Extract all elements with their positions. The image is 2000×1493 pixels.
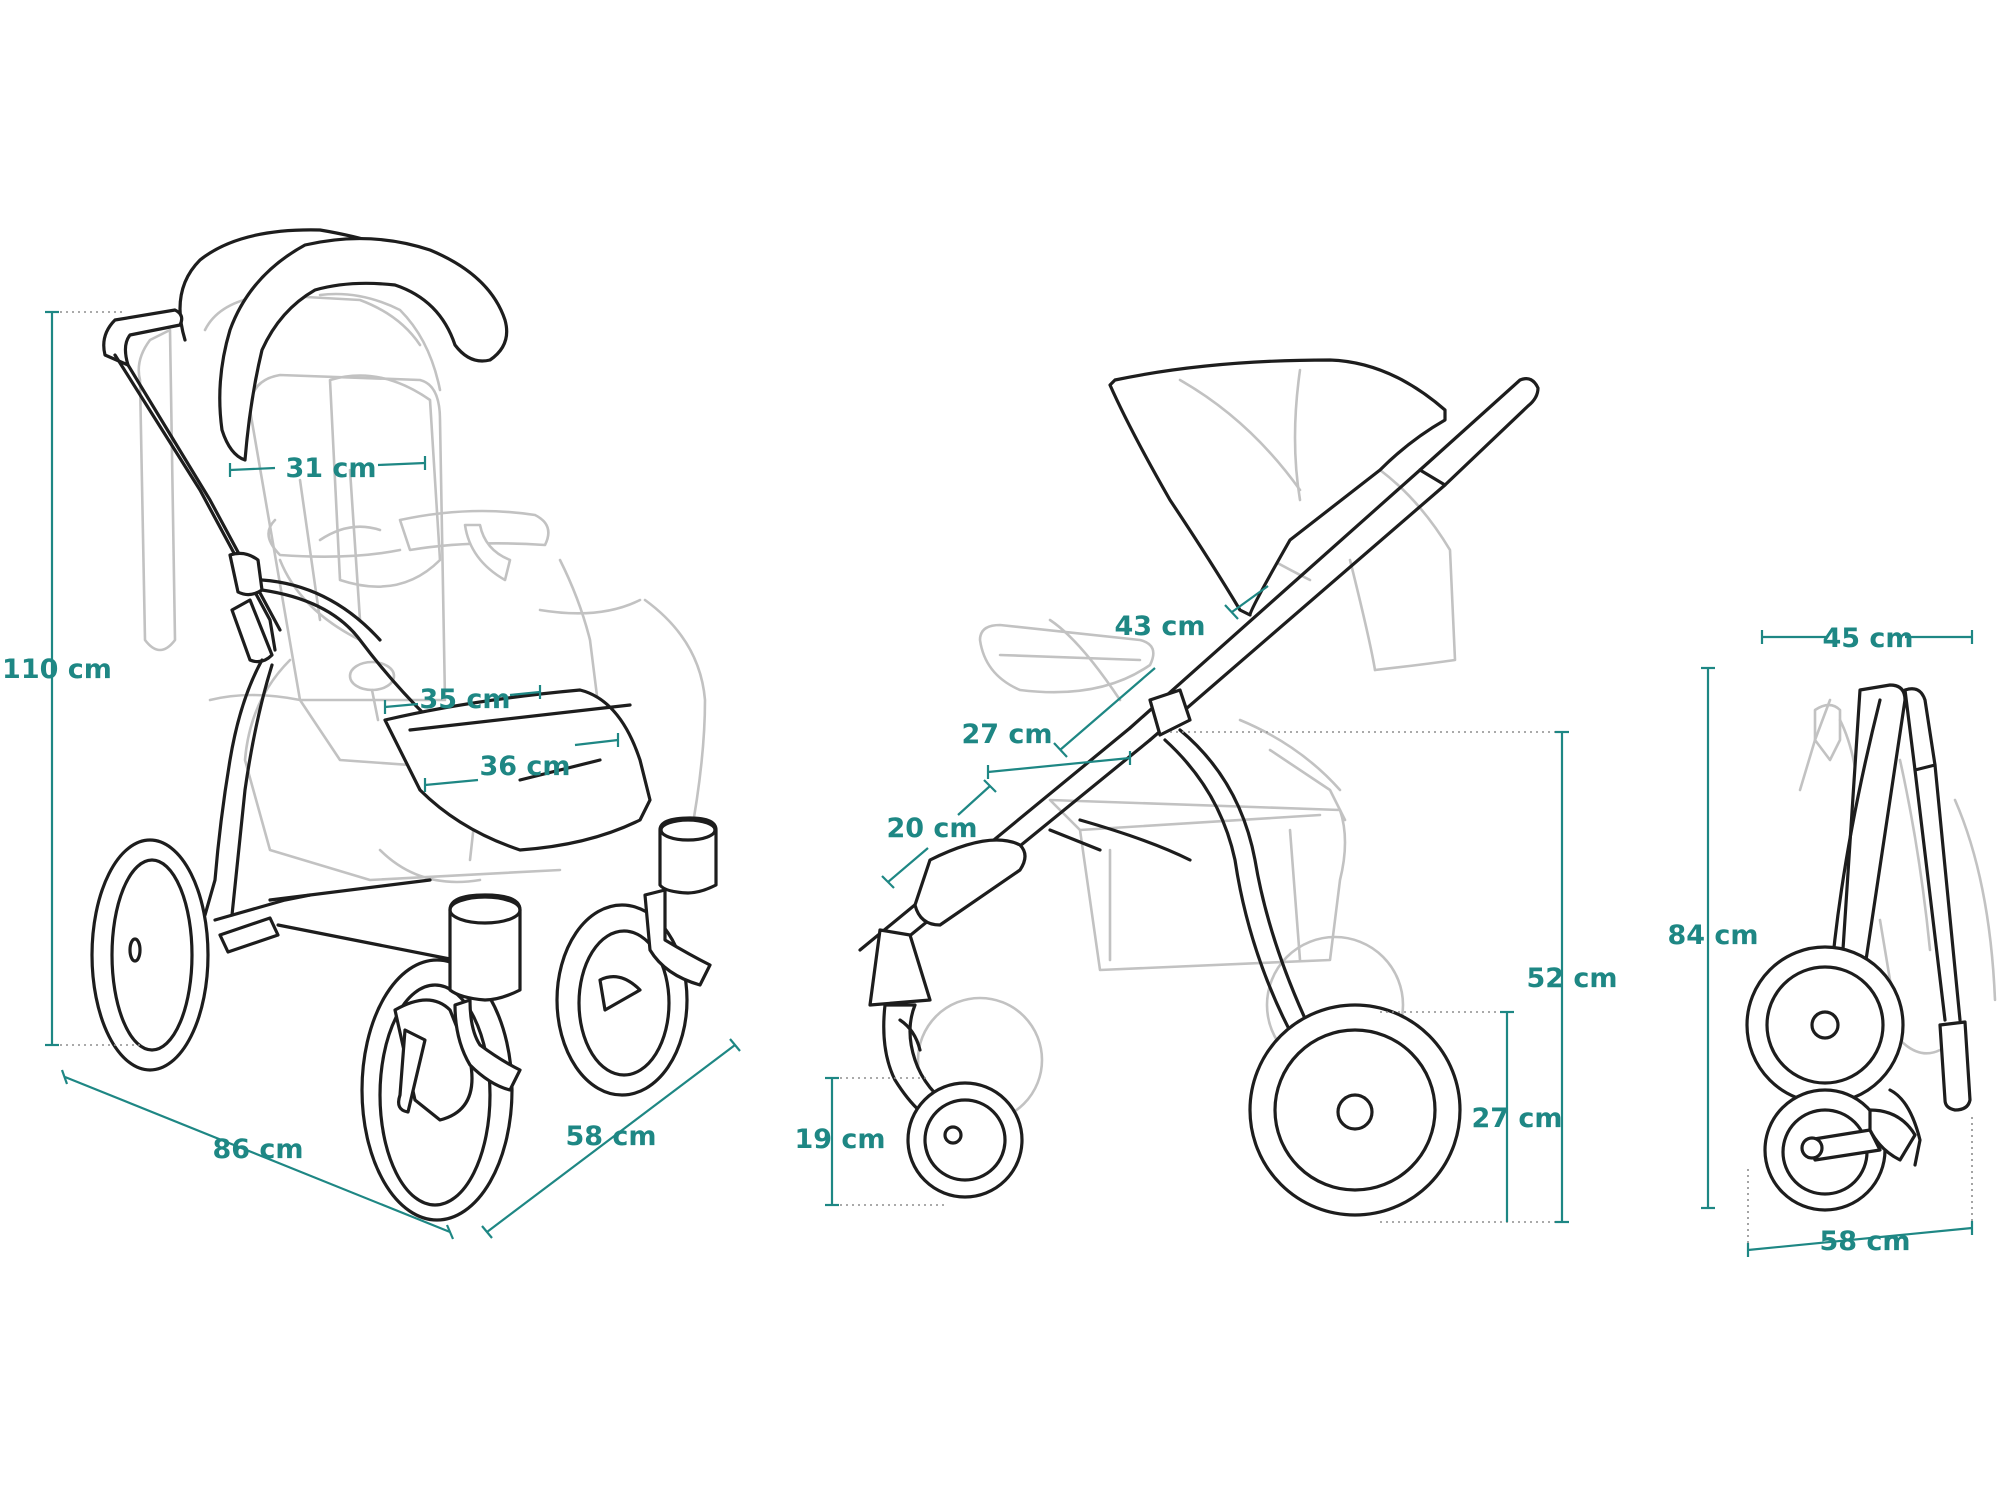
seat-depth-label: 27 cm (961, 719, 1052, 750)
backrest-width-label: 31 cm (285, 453, 376, 484)
front-view-stroller (90, 228, 718, 1222)
folded-view-stroller (1745, 683, 1997, 1212)
folded-height-label: 84 cm (1667, 920, 1758, 951)
folded-depth-label: 45 cm (1822, 623, 1913, 654)
front-wheel-label: 19 cm (794, 1124, 885, 1155)
seat-width-label: 35 cm (419, 684, 510, 715)
rear-wheel-label: 27 cm (1471, 1103, 1562, 1134)
side-view-stroller (858, 358, 1540, 1217)
canopy-length-label: 43 cm (1114, 611, 1205, 642)
front-height-label: 110 cm (2, 654, 112, 685)
footrest-width-label: 36 cm (479, 751, 570, 782)
front-length-label: 86 cm (212, 1134, 303, 1165)
folded-width-label: 58 cm (1819, 1226, 1910, 1257)
front-width-label: 58 cm (565, 1121, 656, 1152)
dimension-lines (45, 310, 1974, 1257)
footrest-length-label: 20 cm (886, 813, 977, 844)
seat-height-label: 52 cm (1526, 963, 1617, 994)
dimension-labels: 110 cm 86 cm 58 cm 31 cm 35 cm 36 cm 43 … (2, 453, 1914, 1257)
